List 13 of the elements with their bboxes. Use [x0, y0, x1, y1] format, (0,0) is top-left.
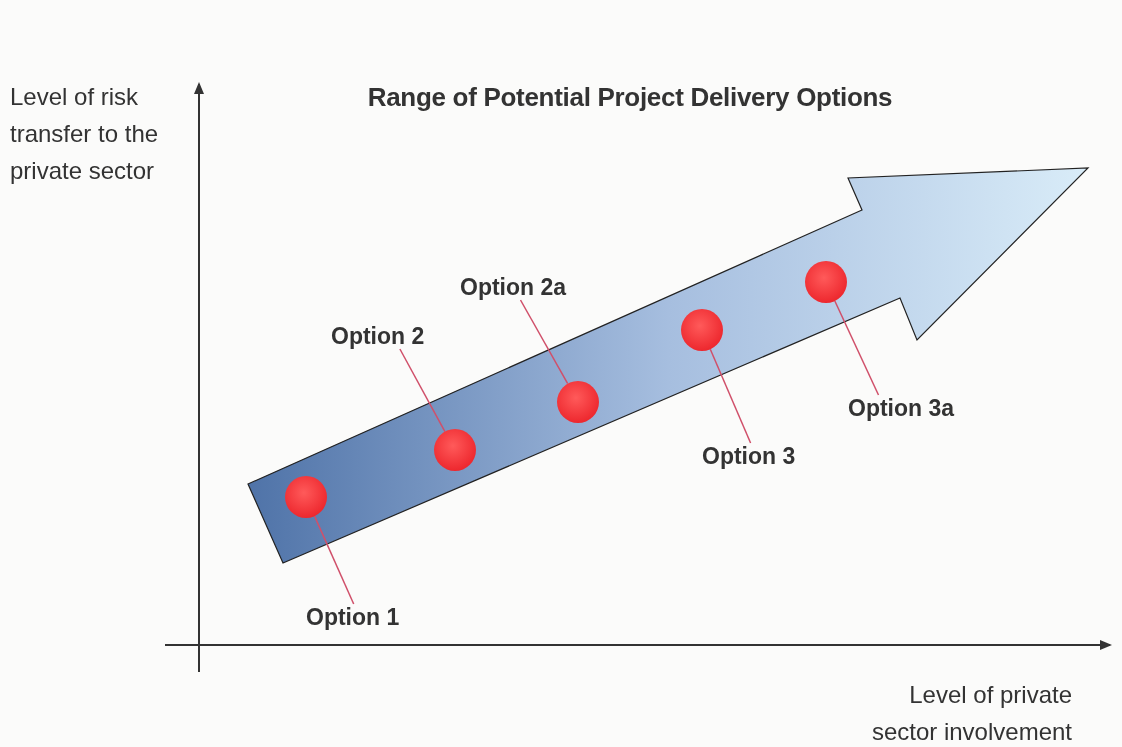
axis-label: Level of risk transfer to the private sector [10, 82, 160, 186]
option-label: Option 1 [306, 604, 412, 630]
axis-label: Level of private sector involvement [870, 680, 1072, 747]
leader-line [709, 348, 752, 444]
option-label: Option 3 [702, 443, 810, 469]
option-label: Option 2a [460, 274, 570, 300]
option-label: Option 2 [331, 323, 437, 349]
option-label: Option 3a [848, 395, 970, 421]
chart-title: Range of Potential Project Delivery Options [366, 82, 894, 113]
leader-line [399, 348, 446, 433]
leader-line [834, 300, 880, 396]
leader-line [313, 515, 355, 605]
leader-line [519, 299, 569, 385]
